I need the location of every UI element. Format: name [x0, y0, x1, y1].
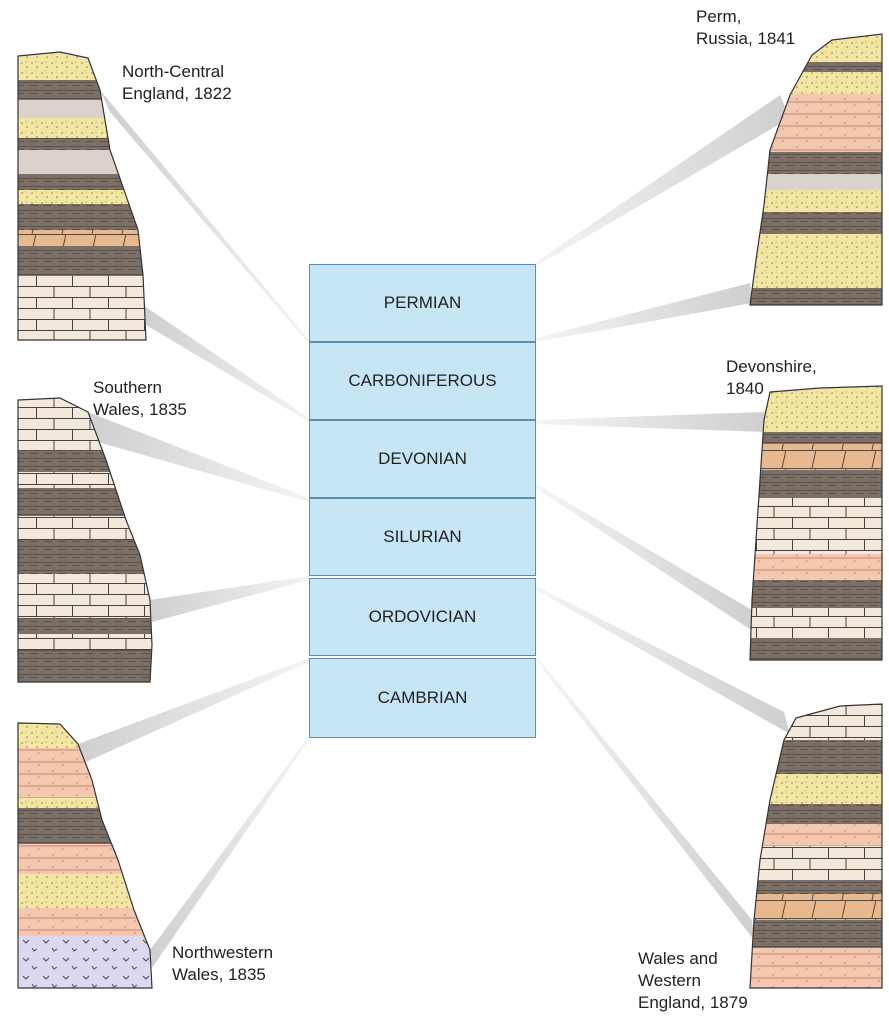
label-perm-russia: Perm, Russia, 1841	[696, 7, 796, 48]
period-permian: PERMIAN	[309, 264, 536, 342]
label-wales-western-england: Wales and Western England, 1879	[638, 949, 748, 1012]
label-southern-wales: Southern Wales, 1835	[93, 378, 187, 419]
column-wales-western-england	[750, 704, 882, 988]
label-north-central-england: North-Central England, 1822	[122, 62, 232, 103]
label-devonshire: Devonshire, 1840	[726, 357, 817, 398]
period-devonian: DEVONIAN	[309, 420, 536, 498]
period-carboniferous: CARBONIFEROUS	[309, 342, 536, 420]
column-perm-russia	[750, 34, 882, 305]
connector-lines	[78, 90, 790, 968]
period-silurian: SILURIAN	[309, 498, 536, 576]
column-devonshire	[750, 386, 882, 660]
label-northwestern-wales: Northwestern Wales, 1835	[172, 943, 274, 984]
period-cambrian: CAMBRIAN	[309, 658, 536, 738]
period-ordovician: ORDOVICIAN	[309, 578, 536, 656]
